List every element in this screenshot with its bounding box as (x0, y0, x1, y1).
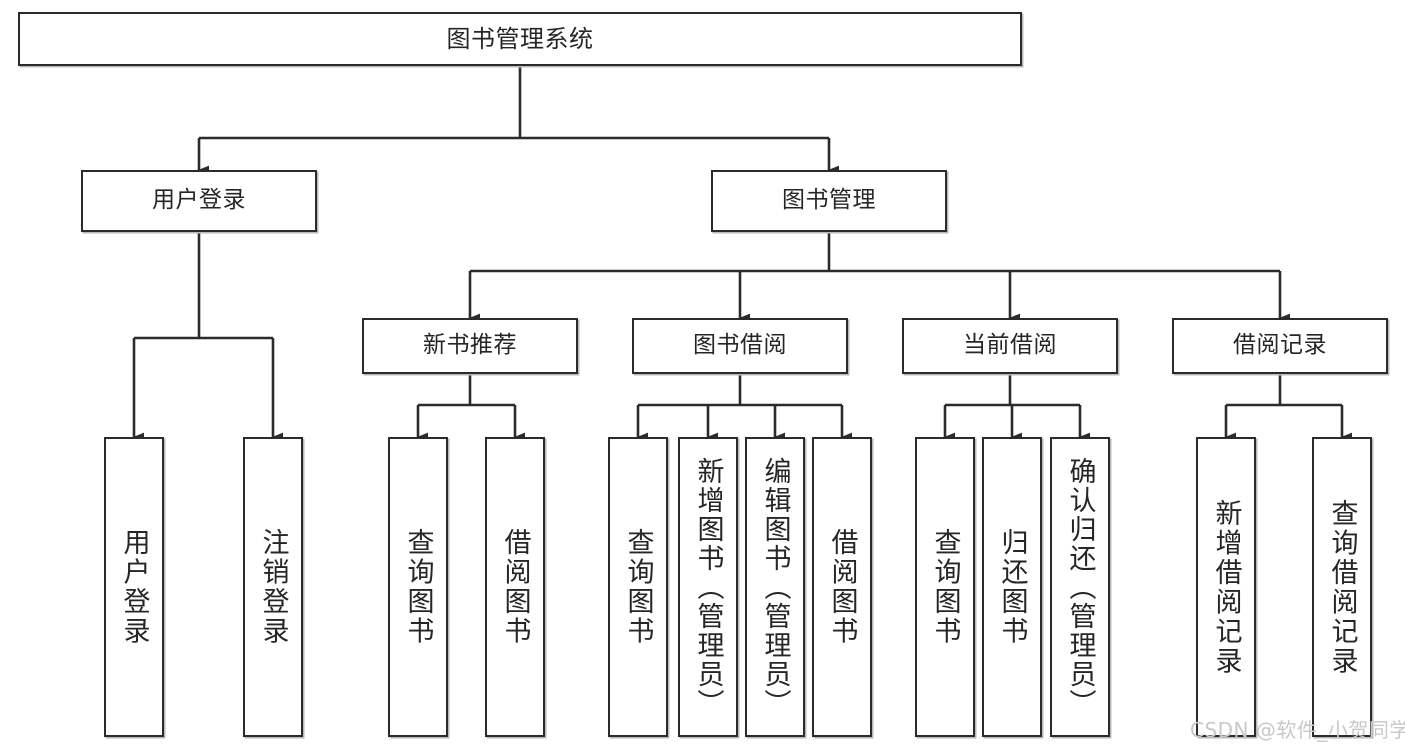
node-borrow-records[interactable]: 借阅记录 (1172, 318, 1388, 374)
node-leaf-add-borrow-record[interactable]: 新增借阅记录 (1196, 437, 1256, 737)
node-label-leaf-edit-book-admin: 编辑图书（管理员） (759, 456, 791, 718)
node-label-leaf-return-book: 归还图书 (996, 528, 1028, 646)
node-label-new-book-recommend: 新书推荐 (423, 332, 517, 359)
node-label-leaf-add-book-admin: 新增图书（管理员） (692, 456, 724, 718)
node-current-borrow[interactable]: 当前借阅 (902, 318, 1118, 374)
node-leaf-logout[interactable]: 注销登录 (243, 437, 303, 737)
node-leaf-add-book-admin[interactable]: 新增图书（管理员） (678, 437, 738, 737)
node-leaf-borrow-book[interactable]: 借阅图书 (812, 437, 872, 737)
node-new-book-recommend[interactable]: 新书推荐 (362, 318, 578, 374)
node-leaf-query-borrow-record[interactable]: 查询借阅记录 (1312, 437, 1372, 737)
node-label-leaf-query-book-rec: 查询图书 (402, 528, 434, 646)
node-label-leaf-logout: 注销登录 (257, 528, 289, 646)
node-leaf-borrow-book-rec[interactable]: 借阅图书 (485, 437, 545, 737)
node-user-login[interactable]: 用户登录 (81, 170, 317, 232)
node-leaf-confirm-return-admin[interactable]: 确认归还（管理员） (1050, 437, 1110, 737)
node-leaf-query-book-rec[interactable]: 查询图书 (388, 437, 448, 737)
node-leaf-return-book[interactable]: 归还图书 (982, 437, 1042, 737)
node-label-leaf-add-borrow-record: 新增借阅记录 (1210, 498, 1242, 676)
node-label-leaf-borrow-book-rec: 借阅图书 (499, 528, 531, 646)
node-label-book-management: 图书管理 (782, 187, 876, 214)
node-label-leaf-borrow-book: 借阅图书 (826, 528, 858, 646)
node-label-borrow-records: 借阅记录 (1233, 332, 1327, 359)
node-label-root: 图书管理系统 (446, 24, 594, 53)
node-leaf-edit-book-admin[interactable]: 编辑图书（管理员） (745, 437, 805, 737)
node-label-current-borrow: 当前借阅 (963, 332, 1057, 359)
node-leaf-user-login[interactable]: 用户登录 (104, 437, 164, 737)
node-leaf-query-book-borrow[interactable]: 查询图书 (608, 437, 668, 737)
node-label-leaf-confirm-return-admin: 确认归还（管理员） (1064, 456, 1096, 718)
node-label-leaf-query-book-borrow: 查询图书 (622, 528, 654, 646)
node-book-borrow[interactable]: 图书借阅 (632, 318, 848, 374)
node-label-leaf-query-book-current: 查询图书 (929, 528, 961, 646)
node-leaf-query-book-current[interactable]: 查询图书 (915, 437, 975, 737)
node-label-book-borrow: 图书借阅 (693, 332, 787, 359)
node-label-user-login: 用户登录 (152, 187, 246, 214)
node-label-leaf-query-borrow-record: 查询借阅记录 (1326, 498, 1358, 676)
node-book-management[interactable]: 图书管理 (711, 170, 947, 232)
node-root[interactable]: 图书管理系统 (18, 12, 1022, 66)
node-label-leaf-user-login: 用户登录 (118, 528, 150, 646)
